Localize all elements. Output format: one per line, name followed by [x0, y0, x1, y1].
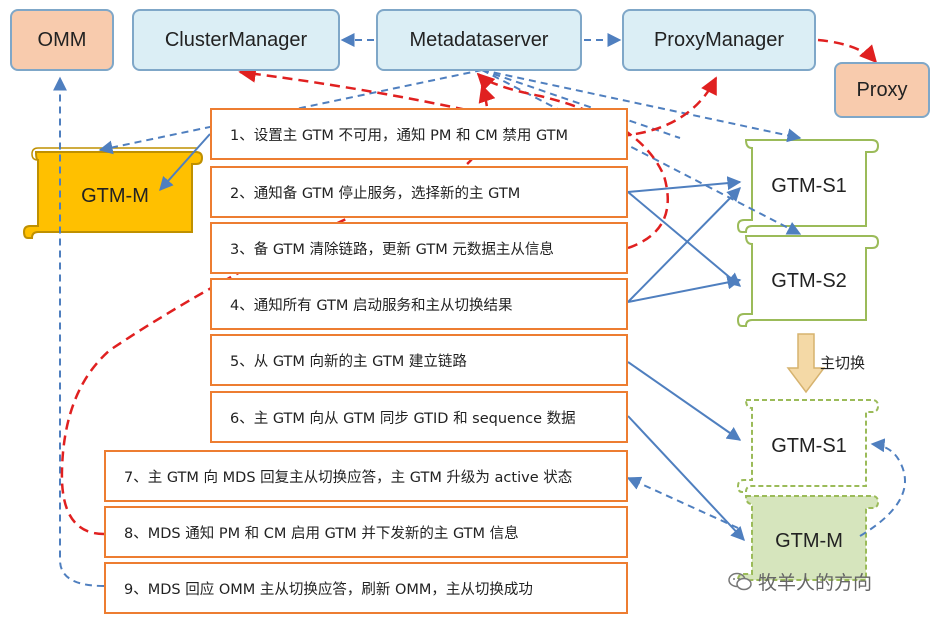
proxy-box: Proxy [834, 62, 930, 118]
link-mds-fan [481, 69, 681, 139]
link-step4-to-s1 [627, 187, 741, 303]
scroll-gtm-s1-top [736, 139, 880, 233]
scroll-gtm-s1-bottom [736, 399, 880, 493]
red-step1-to-pm [619, 76, 718, 138]
link-step9-to-omm [53, 76, 105, 587]
proxy-label: Proxy [856, 78, 908, 101]
link-step1-to-gtm-m [159, 133, 211, 192]
step-8: 8、MDS 通知 PM 和 CM 启用 GTM 并下发新的主 GTM 信息 [104, 506, 628, 558]
link-step5-to-s1 [627, 361, 742, 441]
step-5: 5、从 GTM 向新的主 GTM 建立链路 [210, 334, 628, 386]
link-step6-to-gtm-m [627, 415, 745, 542]
wechat-icon [728, 572, 752, 590]
proxy-manager-label: ProxyManager [653, 28, 785, 51]
step-1: 1、设置主 GTM 不可用，通知 PM 和 CM 禁用 GTM [210, 108, 628, 160]
step-3: 3、备 GTM 清除链路，更新 GTM 元数据主从信息 [210, 222, 628, 274]
scroll-gtm-s2 [736, 235, 880, 327]
step-7: 7、主 GTM 向 MDS 回复主从切换应答，主 GTM 升级为 active … [104, 450, 628, 502]
step-6: 6、主 GTM 向从 GTM 同步 GTID 和 sequence 数据 [210, 391, 628, 443]
cluster-manager-box: ClusterManager [132, 9, 340, 71]
scroll-gtm-m-left [22, 147, 204, 239]
red-step1-to-cm [238, 65, 591, 142]
link-step4-to-s2 [627, 275, 742, 303]
watermark: 牧羊人的方向 [728, 568, 872, 595]
link-gtm-m-to-gtm-s1 [859, 438, 906, 537]
metadataserver-box: Metadataserver [376, 9, 582, 71]
switch-arrow [786, 333, 826, 394]
red-step3-loop [476, 72, 669, 250]
proxy-manager-box: ProxyManager [622, 9, 816, 71]
cluster-manager-label: ClusterManager [164, 28, 308, 51]
step-2: 2、通知备 GTM 停止服务，选择新的主 GTM [210, 166, 628, 218]
red-pm-to-proxy [817, 38, 878, 64]
watermark-text: 牧羊人的方向 [758, 572, 873, 594]
step-9: 9、MDS 回应 OMM 主从切换应答，刷新 OMM，主从切换成功 [104, 562, 628, 614]
link-step2-to-s1 [627, 176, 742, 193]
omm-box: OMM [10, 9, 114, 71]
link-step2-to-s2 [627, 191, 742, 287]
link-gtm-m-to-step7 [626, 476, 739, 529]
switch-label: 主切换 [820, 354, 866, 372]
step-4: 4、通知所有 GTM 启动服务和主从切换结果 [210, 278, 628, 330]
link-mds-to-gtm-s1-top [481, 69, 802, 143]
metadataserver-label: Metadataserver [409, 28, 549, 51]
omm-label: OMM [37, 28, 87, 51]
